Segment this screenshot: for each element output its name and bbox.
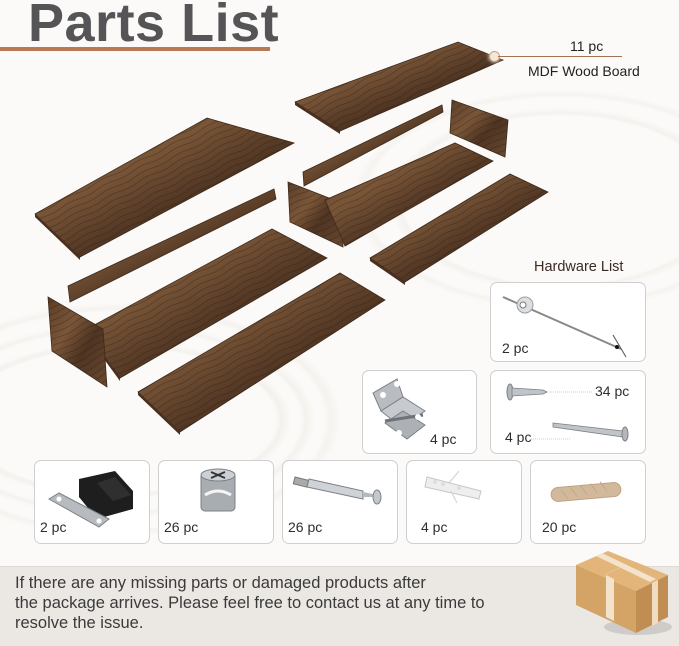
magnetic-catch-icon	[48, 471, 133, 528]
mdf-board-count: 11 pc	[570, 38, 604, 54]
board-strip-left	[67, 188, 277, 303]
notice-text: If there are any missing parts or damage…	[15, 573, 575, 633]
notice-banner	[0, 566, 679, 646]
hinge-icon	[372, 378, 426, 440]
mdf-wood-boards-illustration	[34, 41, 549, 435]
cardboard-box-icon	[576, 551, 672, 635]
board-strip-top	[302, 104, 444, 187]
qty-label: 26 pc	[288, 519, 323, 535]
screws-icon	[506, 383, 629, 442]
wooden-dowel-icon	[550, 481, 622, 502]
hardware-card-cam-bolt: 26 pc	[282, 460, 398, 544]
qty-label: 4 pc	[430, 431, 457, 447]
qty-label: 20 pc	[542, 519, 577, 535]
hardware-card-hinge: 4 pc	[362, 370, 477, 454]
wall-anchor-icon	[424, 470, 482, 504]
cam-bolt-icon	[292, 476, 382, 505]
hardware-card-wall-anchor: 4 pc	[406, 460, 522, 544]
board-center-right	[324, 142, 494, 247]
hardware-card-wooden-dowel: 20 pc	[530, 460, 646, 544]
page-title: Parts List	[28, 0, 280, 53]
board-side-small-right	[449, 99, 509, 158]
board-large-left	[34, 117, 296, 260]
notice-line-1: If there are any missing parts or damage…	[15, 574, 426, 592]
title-underline	[0, 47, 270, 51]
qty-label-short-screw: 34 pc	[595, 383, 630, 399]
qty-label: 2 pc	[502, 340, 529, 356]
notice-line-2: the package arrives. Please feel free to…	[15, 594, 485, 612]
notice-line-3: resolve the issue.	[15, 614, 144, 632]
hardware-list-title: Hardware List	[534, 259, 624, 275]
qty-label: 4 pc	[421, 519, 448, 535]
board-upright-left	[47, 296, 108, 388]
qty-label: 2 pc	[40, 519, 67, 535]
qty-label: 26 pc	[164, 519, 199, 535]
qty-label-long-screw: 4 pc	[505, 429, 532, 445]
hardware-card-magnetic-catch: 2 pc	[34, 460, 150, 544]
hardware-card-cam-lock: 26 pc	[158, 460, 274, 544]
hardware-card-screws: 34 pc 4 pc	[490, 370, 646, 454]
board-top-long	[294, 41, 505, 134]
callout-line	[498, 56, 622, 57]
board-bottom	[137, 272, 386, 435]
cam-lock-icon	[200, 468, 236, 512]
anti-tip-cable-icon	[502, 296, 627, 358]
mdf-board-label: MDF Wood Board	[528, 63, 640, 79]
board-right	[369, 173, 549, 285]
hardware-card-anti-tip-cable: 2 pc	[490, 282, 646, 362]
